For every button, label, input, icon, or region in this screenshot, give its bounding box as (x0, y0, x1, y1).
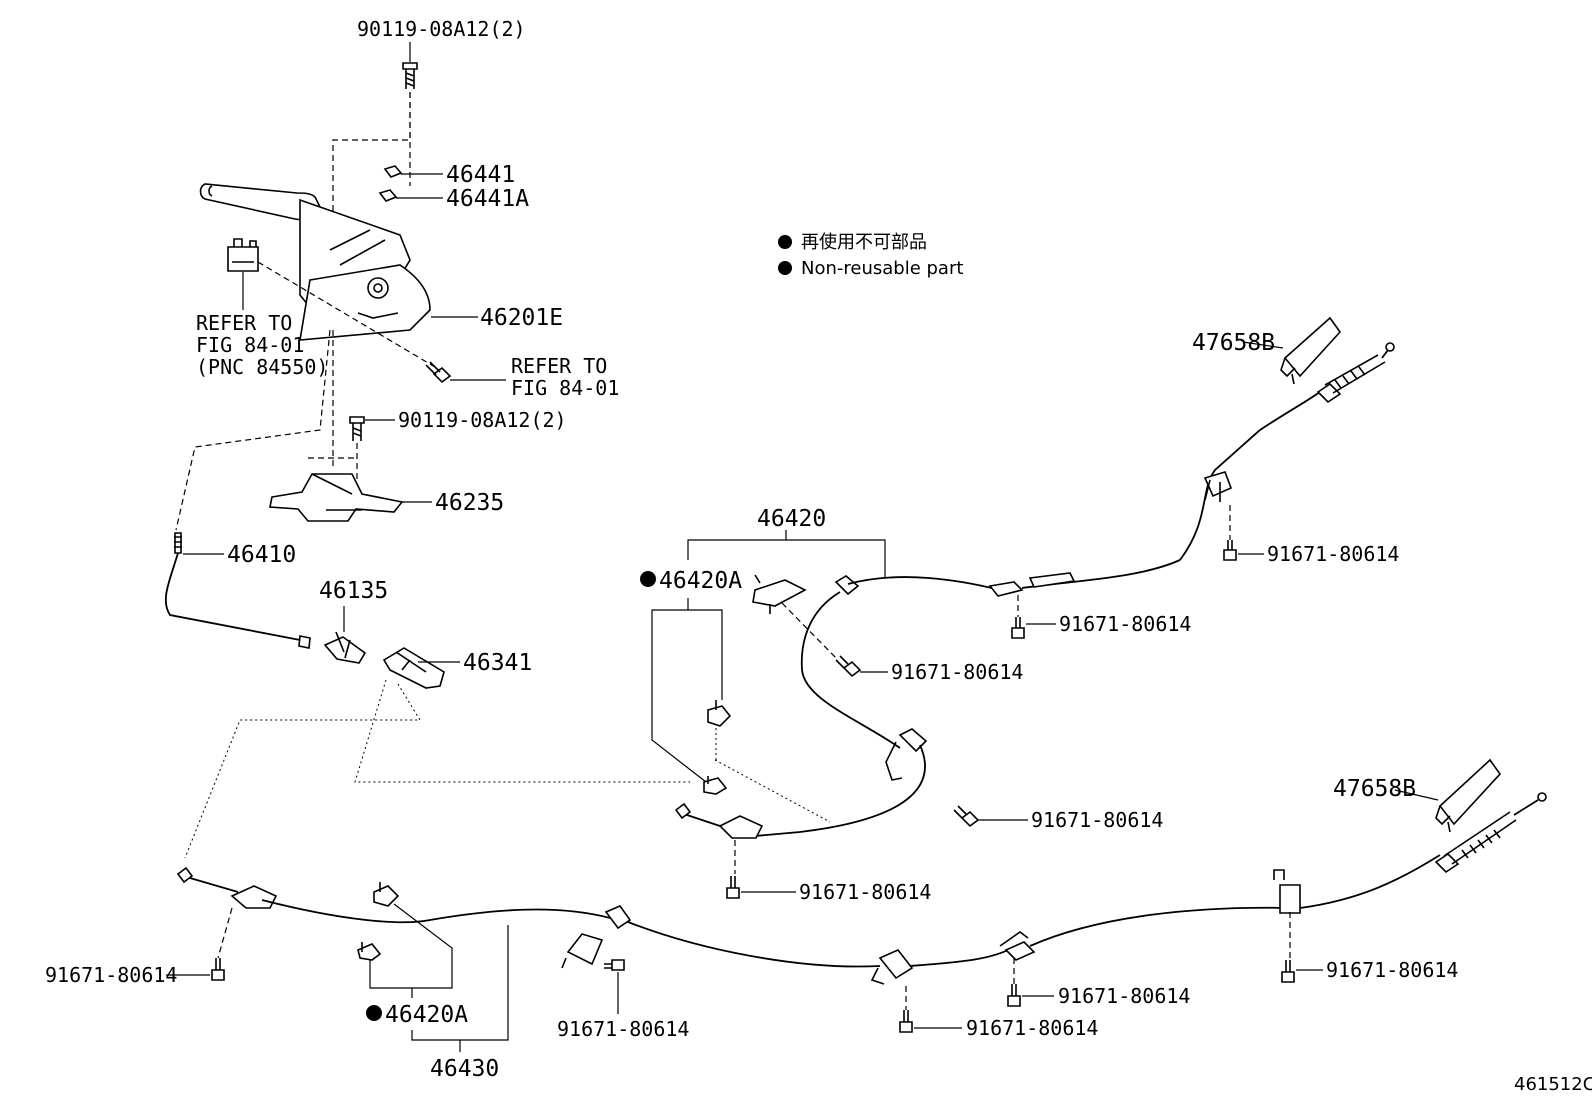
cable-46420-icon (674, 342, 1395, 839)
bolt-mid-icon (349, 416, 365, 441)
label-bolt-b3: 91671-80614 (1058, 984, 1190, 1008)
label-bolt-mid: 90119-08A12(2) (398, 408, 567, 432)
label-46430: 46430 (430, 1056, 499, 1082)
label-bolt-l1: 91671-80614 (45, 963, 177, 987)
switch-84550-icon (227, 238, 259, 272)
bolt-r1-icon (1223, 540, 1237, 561)
label-47658b-bottom: 47658B (1333, 776, 1416, 802)
label-bolt-b4: 91671-80614 (1326, 958, 1458, 982)
label-46341: 46341 (463, 650, 532, 676)
label-refer-right-1: REFER TO (511, 354, 607, 378)
label-46441: 46441 (446, 162, 515, 188)
legend: 再使用不可部品 Non-reusable part (778, 232, 963, 279)
label-refer-left-3: (PNC 84550) (196, 355, 328, 379)
clip-46420a-top-a-icon (707, 700, 732, 727)
bolt-r2-icon (1011, 617, 1025, 639)
nonreusable-dot-46420a-top (640, 571, 656, 587)
label-bolt-top: 90119-08A12(2) (357, 17, 526, 41)
bolt-b3-icon (1007, 984, 1021, 1007)
equalizer-46135-icon (323, 631, 367, 664)
nonreusable-dot-46420a-bottom (366, 1005, 382, 1021)
label-46235: 46235 (435, 490, 504, 516)
label-47658b-top: 47658B (1192, 330, 1275, 356)
label-46410: 46410 (227, 542, 296, 568)
legend-line-jp: 再使用不可部品 (801, 232, 927, 253)
bolt-r5-icon (726, 876, 740, 899)
figure-id: 461512C (1514, 1074, 1592, 1095)
label-bolt-b1: 91671-80614 (557, 1017, 689, 1041)
bolt-r4-icon (953, 805, 980, 828)
label-bolt-r2: 91671-80614 (1059, 612, 1191, 636)
bracket-46235-icon (269, 473, 404, 522)
label-bolt-r4: 91671-80614 (1031, 808, 1163, 832)
label-46420a-bottom: 46420A (385, 1002, 468, 1028)
cable-46410-icon (164, 532, 311, 649)
label-46135: 46135 (319, 578, 388, 604)
label-refer-left-2: FIG 84-01 (196, 333, 304, 357)
clip-46441-icon (383, 165, 403, 178)
bolt-b1-icon (604, 959, 625, 971)
label-46201e: 46201E (480, 305, 563, 331)
label-bolt-r1: 91671-80614 (1267, 542, 1399, 566)
yoke-46341-icon (382, 647, 445, 689)
bolt-top-icon (402, 62, 418, 89)
label-refer-right-2: FIG 84-01 (511, 376, 619, 400)
lever-46201e-icon (199, 183, 431, 341)
bracket-lower-left-icon (561, 933, 604, 969)
label-bolt-r3: 91671-80614 (891, 660, 1023, 684)
grommet-47658b-bottom-icon (1435, 758, 1502, 833)
bolt-b2-icon (899, 1010, 913, 1033)
label-46441a: 46441A (446, 186, 529, 212)
clip-46420a-bottom-b-icon (357, 942, 382, 961)
bolt-b4-icon (1281, 960, 1295, 983)
bolt-refer-right-icon (425, 361, 452, 384)
grommet-47658b-top-icon (1280, 316, 1342, 385)
label-bolt-b2: 91671-80614 (966, 1016, 1098, 1040)
legend-dot-jp (778, 235, 792, 249)
label-bolt-r5: 91671-80614 (799, 880, 931, 904)
clip-46420a-bottom-a-icon (373, 882, 400, 907)
clip-46420a-top-b-icon (703, 776, 728, 795)
bolt-r3-icon (835, 655, 862, 678)
legend-dot-en (778, 261, 792, 275)
bolt-l1-icon (211, 958, 225, 981)
clip-46441a-icon (378, 189, 398, 202)
legend-line-en: Non-reusable part (801, 258, 963, 279)
label-46420: 46420 (757, 506, 826, 532)
cable-46430-icon (176, 792, 1547, 985)
label-refer-left-1: REFER TO (196, 311, 292, 335)
label-46420a-top: 46420A (659, 568, 742, 594)
